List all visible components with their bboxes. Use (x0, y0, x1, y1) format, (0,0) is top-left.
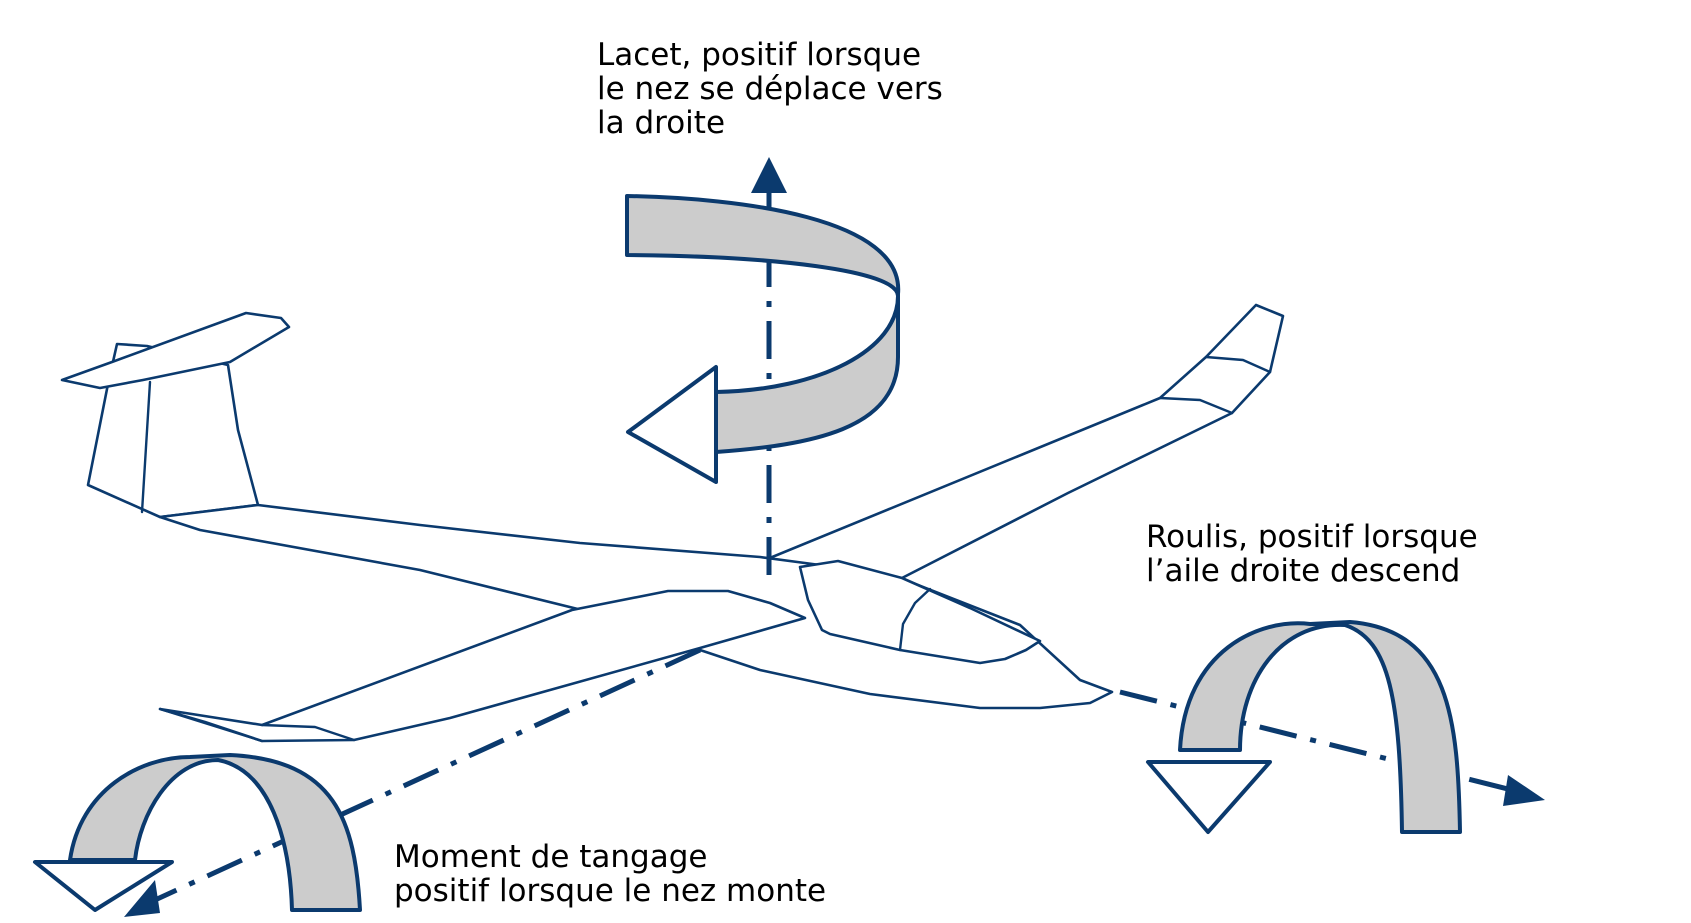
pitch-rotation-arrowhead (33, 860, 174, 912)
yaw-axis-group (625, 157, 901, 575)
roll-rotation-band (1178, 620, 1462, 834)
yaw-axis-arrowhead (751, 157, 787, 193)
canopy-frame-line (898, 587, 932, 652)
right-wing-tip-line (1204, 355, 1272, 374)
left-wing (158, 589, 807, 743)
roll-rotation-arrowhead (1146, 760, 1272, 834)
tailplane (60, 311, 291, 390)
pitch-axis-group (33, 647, 702, 917)
pitch-label: Moment de tangage positif lorsque le nez… (394, 839, 827, 909)
left-wing-tip-line (158, 707, 264, 743)
fin-rudder-line (140, 380, 152, 514)
pitch-axis-line (153, 647, 702, 903)
roll-axis-arrowhead (1503, 775, 1545, 806)
glider (60, 303, 1285, 743)
left-wing-aileron-line (260, 723, 356, 742)
canopy (798, 559, 1042, 665)
roll-axis-group (1119, 620, 1545, 834)
yaw-label: Lacet, positif lorsque le nez se déplace… (597, 37, 943, 141)
yaw-rotation-arrowhead (626, 365, 718, 484)
roll-label: Roulis, positif lorsque l’aile droite de… (1146, 519, 1478, 589)
pitch-rotation-band (68, 753, 362, 912)
pitch-axis-arrowhead (124, 880, 160, 917)
right-winglet-line (1158, 396, 1234, 415)
